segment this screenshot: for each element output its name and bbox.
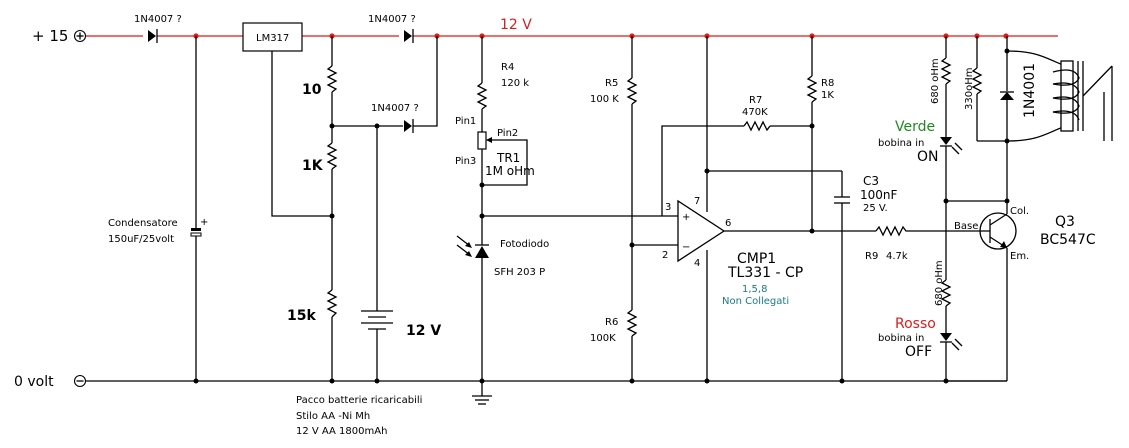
terminal-vin: + 15 xyxy=(32,27,87,45)
photodiode-part: SFH 203 P xyxy=(494,267,545,278)
diode-d2: 1N4007 ? xyxy=(368,14,416,43)
cmp1-pin6: 6 xyxy=(725,218,731,229)
led-red-resistor: 680 oHm xyxy=(934,260,945,306)
regulator-divider: 10 1K 15k xyxy=(287,36,338,381)
r4-value: 120 k xyxy=(501,78,529,89)
tr1-pin1: Pin1 xyxy=(455,116,476,127)
cap-in-name: Condensatore xyxy=(108,218,178,229)
r8-value: 1K xyxy=(821,90,834,101)
relay-diode-label: 1N4001 xyxy=(1022,63,1038,118)
cmp1-pins-nc: 1,5,8 xyxy=(742,284,767,295)
gnd-label: 0 volt xyxy=(14,374,54,390)
q3-base: Base xyxy=(954,221,978,232)
cmp1-pin4: 4 xyxy=(694,258,700,269)
led-green-title: Verde xyxy=(895,119,935,135)
r5-value: 100 K xyxy=(590,94,619,105)
led-red-title: Rosso xyxy=(895,316,936,332)
d3-label: 1N4007 ? xyxy=(371,103,419,114)
q3-name: Q3 xyxy=(1055,214,1075,230)
r4-name: R4 xyxy=(501,62,514,73)
tr1-name: TR1 xyxy=(496,151,520,165)
d2-label: 1N4007 ? xyxy=(368,14,416,25)
regulator-lm317: LM317 xyxy=(242,22,332,217)
q3-em: Em. xyxy=(1010,251,1029,262)
led-green-line2: ON xyxy=(917,149,939,165)
relay-330-resistor: 330oHm xyxy=(964,36,1007,142)
ground-rail xyxy=(86,378,1007,384)
led-red-line2: OFF xyxy=(905,344,932,360)
r7-name: R7 xyxy=(749,95,762,106)
comparator-cmp1: + − 3 2 7 4 6 CMP1 TL331 - CP 1,5,8 Non … xyxy=(482,36,944,381)
capacitor-input: + Condensatore 150uF/25volt xyxy=(108,36,208,381)
led-green-line1: bobina in xyxy=(878,138,924,149)
r-top-label: 10 xyxy=(302,82,322,98)
r9-name: R9 xyxy=(865,251,878,262)
r-mid-label: 1K xyxy=(302,158,324,174)
cmp1-pin7: 7 xyxy=(694,196,700,207)
r6-value: 100K xyxy=(590,333,616,344)
r8-name: R8 xyxy=(821,78,834,89)
cmp1-plus: + xyxy=(682,212,690,223)
rail-12v-label: 12 V xyxy=(500,17,532,33)
r7-value: 470K xyxy=(742,107,768,118)
cmp1-pin2: 2 xyxy=(662,250,668,261)
resistor-r4: R4 120 k xyxy=(476,36,529,132)
c3-voltage: 25 V. xyxy=(863,203,888,214)
battery-line3: 12 V AA 1800mAh xyxy=(296,426,387,437)
q3-part: BC547C xyxy=(1040,232,1096,248)
resistor-r7: R7 470K xyxy=(742,95,815,132)
relay-resistor-label: 330oHm xyxy=(964,68,975,110)
cmp1-pin3: 3 xyxy=(665,202,671,213)
d1-label: 1N4007 ? xyxy=(134,14,182,25)
led-green-resistor: 680 oHm xyxy=(930,58,941,104)
diode-d3: 1N4007 ? xyxy=(332,36,438,133)
tr1-pin2: Pin2 xyxy=(497,128,518,139)
battery: 12 V Pacco batterie ricaricabili Stilo A… xyxy=(296,126,441,437)
cmp1-part: TL331 - CP xyxy=(727,265,803,281)
r5-name: R5 xyxy=(605,78,618,89)
capacitor-c3: C3 100nF 25 V. xyxy=(707,170,898,381)
c3-name: C3 xyxy=(863,174,879,188)
resistor-r6: R6 100K xyxy=(590,242,638,381)
resistor-r8: R8 1K xyxy=(806,36,834,231)
resistor-r5: R5 100 K xyxy=(590,36,638,310)
transistor-q3: Base Col. Em. Q3 BC547C xyxy=(944,201,1096,382)
r-bottom-label: 15k xyxy=(287,308,316,324)
photodiode: Fotodiodo SFH 203 P xyxy=(456,213,549,381)
terminal-gnd: 0 volt xyxy=(14,374,87,390)
diode-d1: 1N4007 ? xyxy=(134,14,182,43)
tr1-value: 1M oHm xyxy=(485,164,535,178)
battery-voltage: 12 V xyxy=(406,323,441,339)
led-red-line1: bobina in xyxy=(878,333,924,344)
led-red-branch: 680 oHm Rosso bobina in OFF xyxy=(878,201,963,381)
battery-line1: Pacco batterie ricaricabili xyxy=(296,395,422,406)
cap-in-value: 150uF/25volt xyxy=(108,234,174,245)
tr1-pin3: Pin3 xyxy=(455,156,476,167)
positive-rail xyxy=(86,33,1058,39)
cmp1-name: CMP1 xyxy=(737,251,776,267)
r6-name: R6 xyxy=(605,317,618,328)
trimmer-tr1: Pin1 Pin2 Pin3 TR1 1M oHm xyxy=(455,116,535,216)
r9-value: 4.7k xyxy=(886,251,908,262)
battery-line2: Stilo AA -Ni Mh xyxy=(296,411,370,422)
vin-label: + 15 xyxy=(32,27,68,45)
led-green-branch: 680 oHm Verde bobina in ON xyxy=(878,36,963,201)
cmp1-nc-label: Non Collegati xyxy=(722,296,789,307)
resistor-r9: R9 4.7k xyxy=(865,225,910,262)
cmp1-minus: − xyxy=(682,242,690,253)
q3-col: Col. xyxy=(1010,206,1029,217)
svg-text:+: + xyxy=(200,217,208,228)
photodiode-name: Fotodiodo xyxy=(500,239,549,250)
relay-diode: 1N4001 xyxy=(1000,36,1038,201)
ground-symbol xyxy=(472,381,492,405)
relay-coil xyxy=(1006,50,1113,142)
c3-value: 100nF xyxy=(860,188,898,202)
lm317-label: LM317 xyxy=(256,33,289,44)
